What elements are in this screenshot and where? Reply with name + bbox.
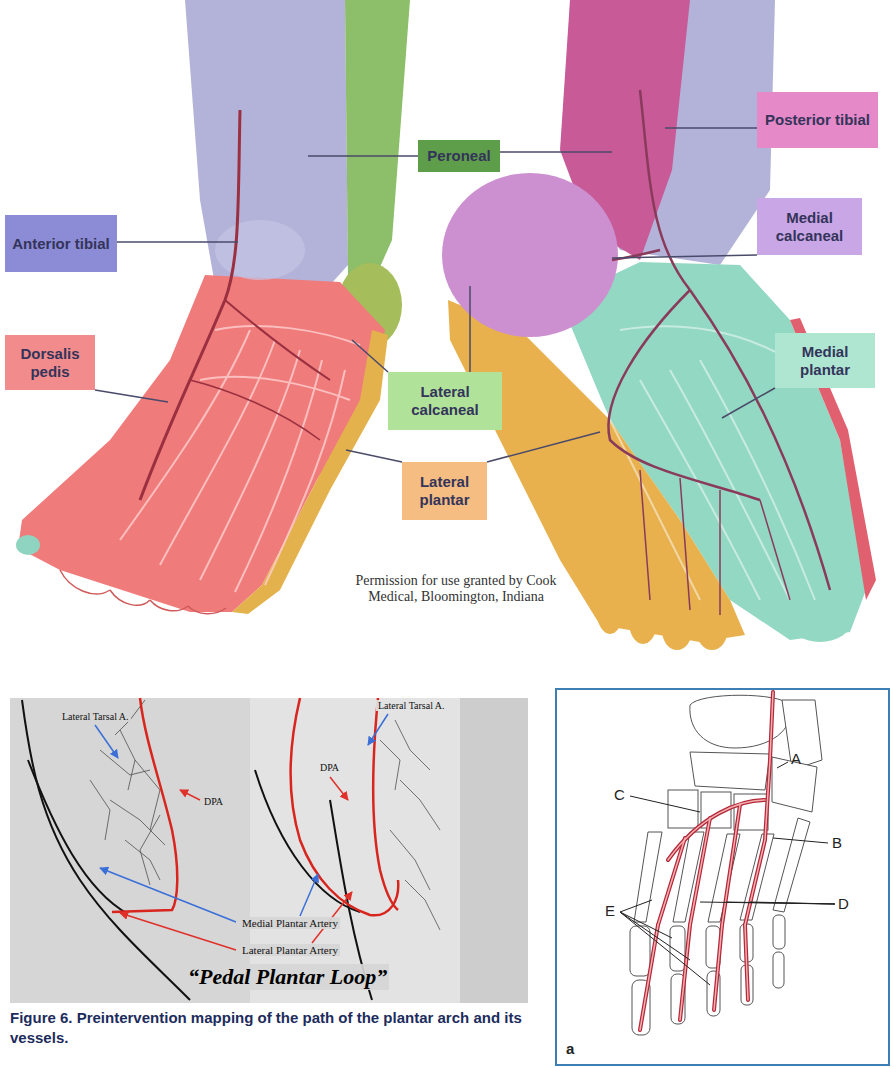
box-label: Anterior tibial [12, 235, 110, 253]
label-box: Medial plantar [775, 333, 875, 388]
panel-letter: a [566, 1040, 574, 1057]
label-box: Posterior tibial [757, 92, 878, 148]
vessel-label: Lateral Tarsal A. [376, 700, 447, 711]
leader-line [722, 388, 775, 418]
permission-note: Permission for use granted by Cook Medic… [340, 573, 572, 605]
label-box: Peroneal [418, 140, 500, 172]
panel-title: “Pedal Plantar Loop” [186, 964, 389, 990]
callout-letter: A [791, 750, 801, 767]
vessel-label: DPA [202, 796, 225, 807]
vessel-label: Lateral Plantar Artery [240, 944, 340, 956]
callout-letter: B [832, 834, 842, 851]
leader-line [487, 432, 600, 462]
vessel-label: DPA [318, 762, 341, 773]
box-label: Medial plantar [781, 343, 869, 379]
vessel-label: Medial Plantar Artery [240, 917, 340, 929]
dorsal-foot [16, 0, 410, 614]
leader-line [665, 127, 757, 129]
box-label: Medial calcaneal [763, 209, 856, 245]
leader-line [352, 340, 388, 372]
callout-letter: D [838, 895, 849, 912]
box-label: Dorsalis pedis [11, 345, 89, 381]
angiogram [10, 698, 528, 1003]
box-label: Posterior tibial [765, 111, 870, 129]
box-label: Lateral calcaneal [394, 383, 496, 419]
label-box: Lateral calcaneal [388, 372, 502, 430]
label-box: Anterior tibial [5, 215, 117, 272]
box-label: Peroneal [427, 147, 490, 165]
foot-line-drawing [556, 689, 889, 1065]
leader-line [346, 450, 402, 462]
box-label: Lateral plantar [408, 473, 481, 509]
leader-line [95, 390, 168, 402]
callout-letter: E [605, 902, 615, 919]
leader-line [500, 151, 612, 153]
callout-letter: C [614, 786, 625, 803]
label-box: Dorsalis pedis [5, 335, 95, 390]
leader-line [308, 155, 418, 157]
leader-line [117, 241, 238, 243]
leader-line [612, 255, 757, 258]
vessel-label: Lateral Tarsal A. [60, 711, 131, 722]
leader-line [469, 286, 471, 372]
label-box: Lateral plantar [402, 462, 487, 520]
figure-caption: Figure 6. Preintervention mapping of the… [10, 1008, 535, 1047]
label-box: Medial calcaneal [757, 198, 862, 255]
